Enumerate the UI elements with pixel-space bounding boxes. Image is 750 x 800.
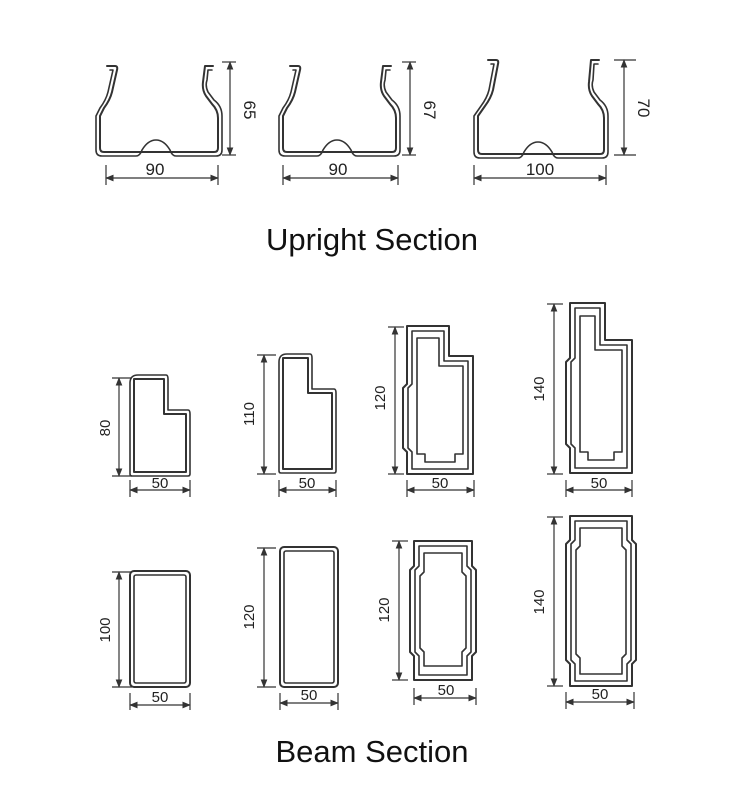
beam-profile-8: 140 50 — [531, 515, 637, 709]
upright-profile-2: 67 90 — [278, 61, 439, 185]
beam-7-height-label: 120 — [376, 597, 393, 622]
beam-4-height-label: 140 — [531, 376, 548, 401]
beam-profile-5: 100 50 — [97, 570, 191, 710]
beam-profile-3-inner — [407, 330, 469, 470]
beam-3-width-label: 50 — [432, 475, 449, 492]
upright-1-height-label: 65 — [240, 101, 259, 120]
upright-profile-2-outline — [282, 65, 397, 153]
upright-3-width-label: 100 — [526, 160, 554, 179]
beam-profile-7-core — [419, 552, 467, 667]
beam-profile-6: 120 50 — [241, 546, 339, 710]
beam-profile-1-inner — [129, 374, 191, 477]
beam-profile-1-outline — [133, 378, 187, 473]
beam-4-width-label: 50 — [591, 475, 608, 492]
beam-profile-7-outline — [409, 540, 477, 681]
beam-profile-3-core — [416, 337, 464, 463]
upright-section: 65 90 67 90 70 — [95, 59, 653, 257]
beam-1-height-label: 80 — [97, 420, 114, 437]
beam-profile-7-inner — [414, 545, 472, 676]
beam-5-width-label: 50 — [152, 689, 169, 706]
beam-profile-2: 110 50 — [241, 353, 337, 497]
beam-profile-8-inner — [570, 520, 632, 682]
upright-profile-3-inner — [473, 63, 609, 159]
upright-profile-1-inner — [95, 69, 223, 157]
upright-2-height-label: 67 — [420, 101, 439, 120]
beam-profile-2-inner — [278, 353, 337, 474]
beam-profile-8-core — [575, 527, 627, 675]
beam-profile-6-outline — [279, 546, 339, 688]
upright-profile-2-inner — [278, 69, 401, 157]
upright-profile-1: 65 90 — [95, 61, 259, 185]
beam-8-height-label: 140 — [531, 589, 548, 614]
beam-profile-3-outline — [402, 325, 474, 475]
beam-profile-4: 140 50 — [531, 302, 633, 497]
beam-profile-1: 80 50 — [97, 374, 191, 497]
beam-8-width-label: 50 — [592, 686, 609, 703]
upright-section-title: Upright Section — [266, 222, 478, 257]
beam-profile-3: 120 50 — [372, 325, 475, 497]
beam-profile-4-inner — [570, 307, 628, 469]
upright-2-width-label: 90 — [329, 160, 348, 179]
beam-section-row-1: 80 50 110 50 120 — [97, 302, 633, 497]
beam-6-width-label: 50 — [301, 687, 318, 704]
beam-profile-8-outline — [565, 515, 637, 687]
beam-2-height-label: 110 — [241, 402, 258, 426]
beam-profile-4-outline — [565, 302, 633, 474]
beam-7-width-label: 50 — [438, 682, 455, 699]
beam-section-row-2: 100 50 120 50 120 — [97, 515, 637, 769]
beam-profile-4-core — [579, 315, 623, 461]
upright-profile-3-outline — [477, 59, 605, 155]
beam-1-width-label: 50 — [152, 475, 169, 492]
beam-3-height-label: 120 — [372, 385, 389, 410]
upright-1-width-label: 90 — [146, 160, 165, 179]
upright-profile-1-outline — [99, 65, 219, 153]
beam-6-height-label: 120 — [241, 604, 258, 629]
beam-profile-6-inner — [283, 550, 335, 684]
beam-5-height-label: 100 — [97, 617, 114, 642]
upright-3-height-label: 70 — [634, 99, 653, 118]
beam-profile-5-inner — [133, 574, 187, 684]
upright-profile-3: 70 100 — [473, 59, 653, 185]
beam-2-width-label: 50 — [299, 475, 316, 492]
beam-profile-5-outline — [129, 570, 191, 688]
beam-profile-2-outline — [282, 357, 333, 470]
beam-section-title: Beam Section — [276, 734, 469, 769]
beam-profile-7: 120 50 — [376, 540, 477, 705]
